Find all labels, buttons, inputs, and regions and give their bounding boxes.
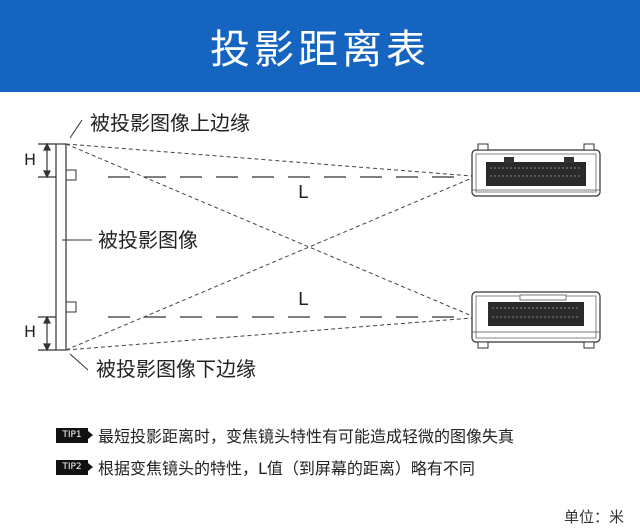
projection-rays-top [65, 143, 473, 351]
unit-label: 单位：米 [563, 508, 624, 526]
tip-row: TIP1 最短投影距离时，变焦镜头特性有可能造成轻微的图像失真 [56, 422, 636, 448]
h-bracket-bottom [38, 315, 56, 352]
tip-badge: TIP2 [56, 459, 93, 475]
page-title: 投影距离表 [210, 27, 430, 73]
h-label-bottom: H [24, 322, 36, 341]
label-image: 被投影图像 [98, 228, 198, 252]
tip-row: TIP2 根据变焦镜头的特性，L值（到屏幕的距离）略有不同 [56, 454, 636, 480]
h-label-top: H [24, 150, 36, 169]
header-banner: 投影距离表 [0, 0, 640, 92]
leader-line-bottom-edge [69, 353, 89, 371]
leader-line-top-edge [69, 119, 83, 139]
distance-label-bottom: L [298, 289, 308, 310]
h-bracket-top [38, 142, 56, 179]
tip-text: 根据变焦镜头的特性，L值（到屏幕的距离）略有不同 [98, 459, 475, 478]
tip-badge: TIP1 [56, 427, 93, 443]
projection-screen [55, 143, 67, 351]
tip-text: 最短投影距离时，变焦镜头特性有可能造成轻微的图像失真 [98, 427, 515, 446]
projection-diagram: H H L L 被投影图像上边缘 被投影 [24, 111, 601, 381]
distance-label-top: L [298, 182, 308, 203]
right-angle-mark-top [66, 169, 77, 181]
projector-top [471, 143, 601, 197]
projector-bottom [471, 291, 601, 349]
label-bottom-edge: 被投影图像下边缘 [96, 357, 256, 381]
tips-section: TIP1 最短投影距离时，变焦镜头特性有可能造成轻微的图像失真 TIP2 根据变… [56, 422, 636, 486]
projection-rays-bottom [65, 143, 473, 351]
right-angle-mark-bottom [66, 301, 77, 313]
label-top-edge: 被投影图像上边缘 [90, 111, 250, 135]
